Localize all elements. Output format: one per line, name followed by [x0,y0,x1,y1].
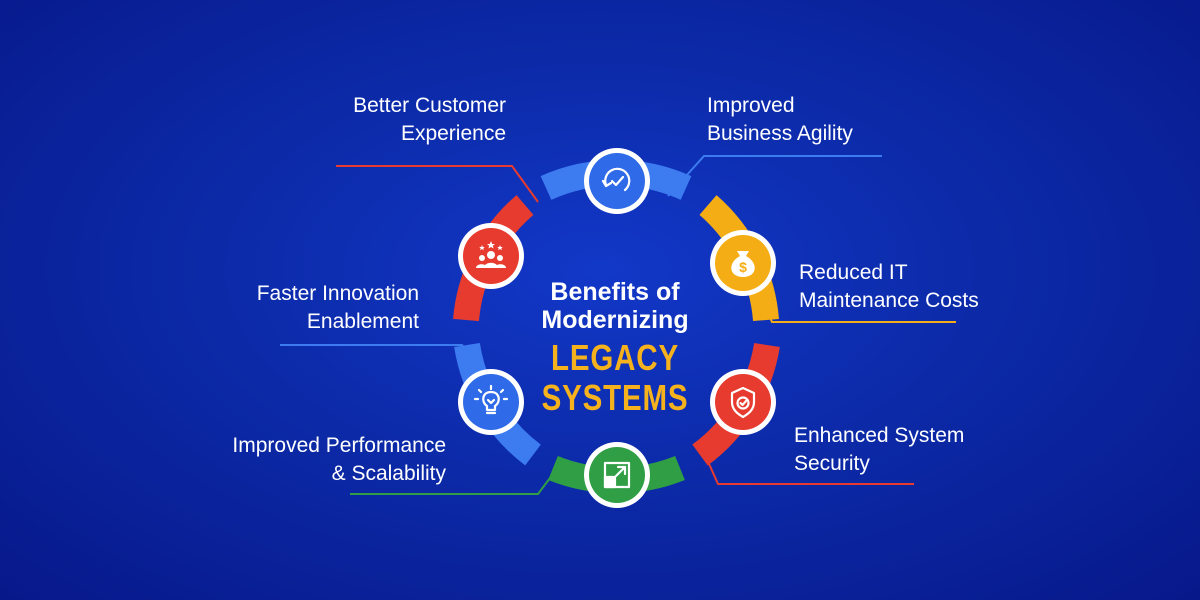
benefit-label-line: Enhanced System [794,424,965,447]
benefit-label-line: & Scalability [331,462,446,485]
connector-better-customer [336,165,539,203]
benefit-label-line: Maintenance Costs [799,289,979,312]
node-security [710,369,776,435]
benefit-better-customer-experience: Better Customer Experience [300,92,506,148]
money-bag-icon: $ [731,251,755,277]
benefit-improved-performance: Improved Performance & Scalability [180,432,446,488]
title-line-2: Modernizing [541,306,689,334]
svg-text:$: $ [739,259,747,275]
benefit-improved-business-agility: Improved Business Agility [707,92,907,148]
node-customer-experience [458,223,524,289]
connector-innovation [280,344,477,363]
shield-check-icon [730,386,756,419]
benefit-label-line: Faster Innovation [256,282,419,305]
connector-business-agility [667,155,882,197]
node-performance [584,442,650,508]
icon-nodes: $ [458,148,776,508]
node-innovation [458,369,524,435]
benefit-label-line: Experience [400,122,506,145]
benefit-label-line: Improved Performance [232,434,446,457]
refresh-check-icon [601,167,631,192]
connector-it-costs [755,283,956,323]
benefit-label-line: Business Agility [707,122,853,145]
connector-security [701,447,914,485]
benefit-label-line: Reduced IT [799,261,908,284]
node-it-costs: $ [710,230,776,296]
connectors [280,155,956,495]
benefit-reduced-it-costs: Reduced IT Maintenance Costs [799,259,1019,315]
team-stars-icon [476,241,506,268]
benefit-label-line: Improved [707,94,795,117]
connector-performance [350,469,557,495]
benefit-label-line: Enablement [306,310,419,333]
lightbulb-icon [473,384,509,415]
title-line-1: Benefits of [550,278,680,306]
node-business-agility [584,148,650,214]
benefit-faster-innovation: Faster Innovation Enablement [220,280,419,336]
title-highlight: LEGACY SYSTEMS [541,337,689,418]
benefit-label-line: Better Customer [353,94,506,117]
scale-arrow-icon [603,461,631,489]
benefit-label-line: Security [794,452,870,475]
benefit-enhanced-security: Enhanced System Security [794,422,1004,478]
